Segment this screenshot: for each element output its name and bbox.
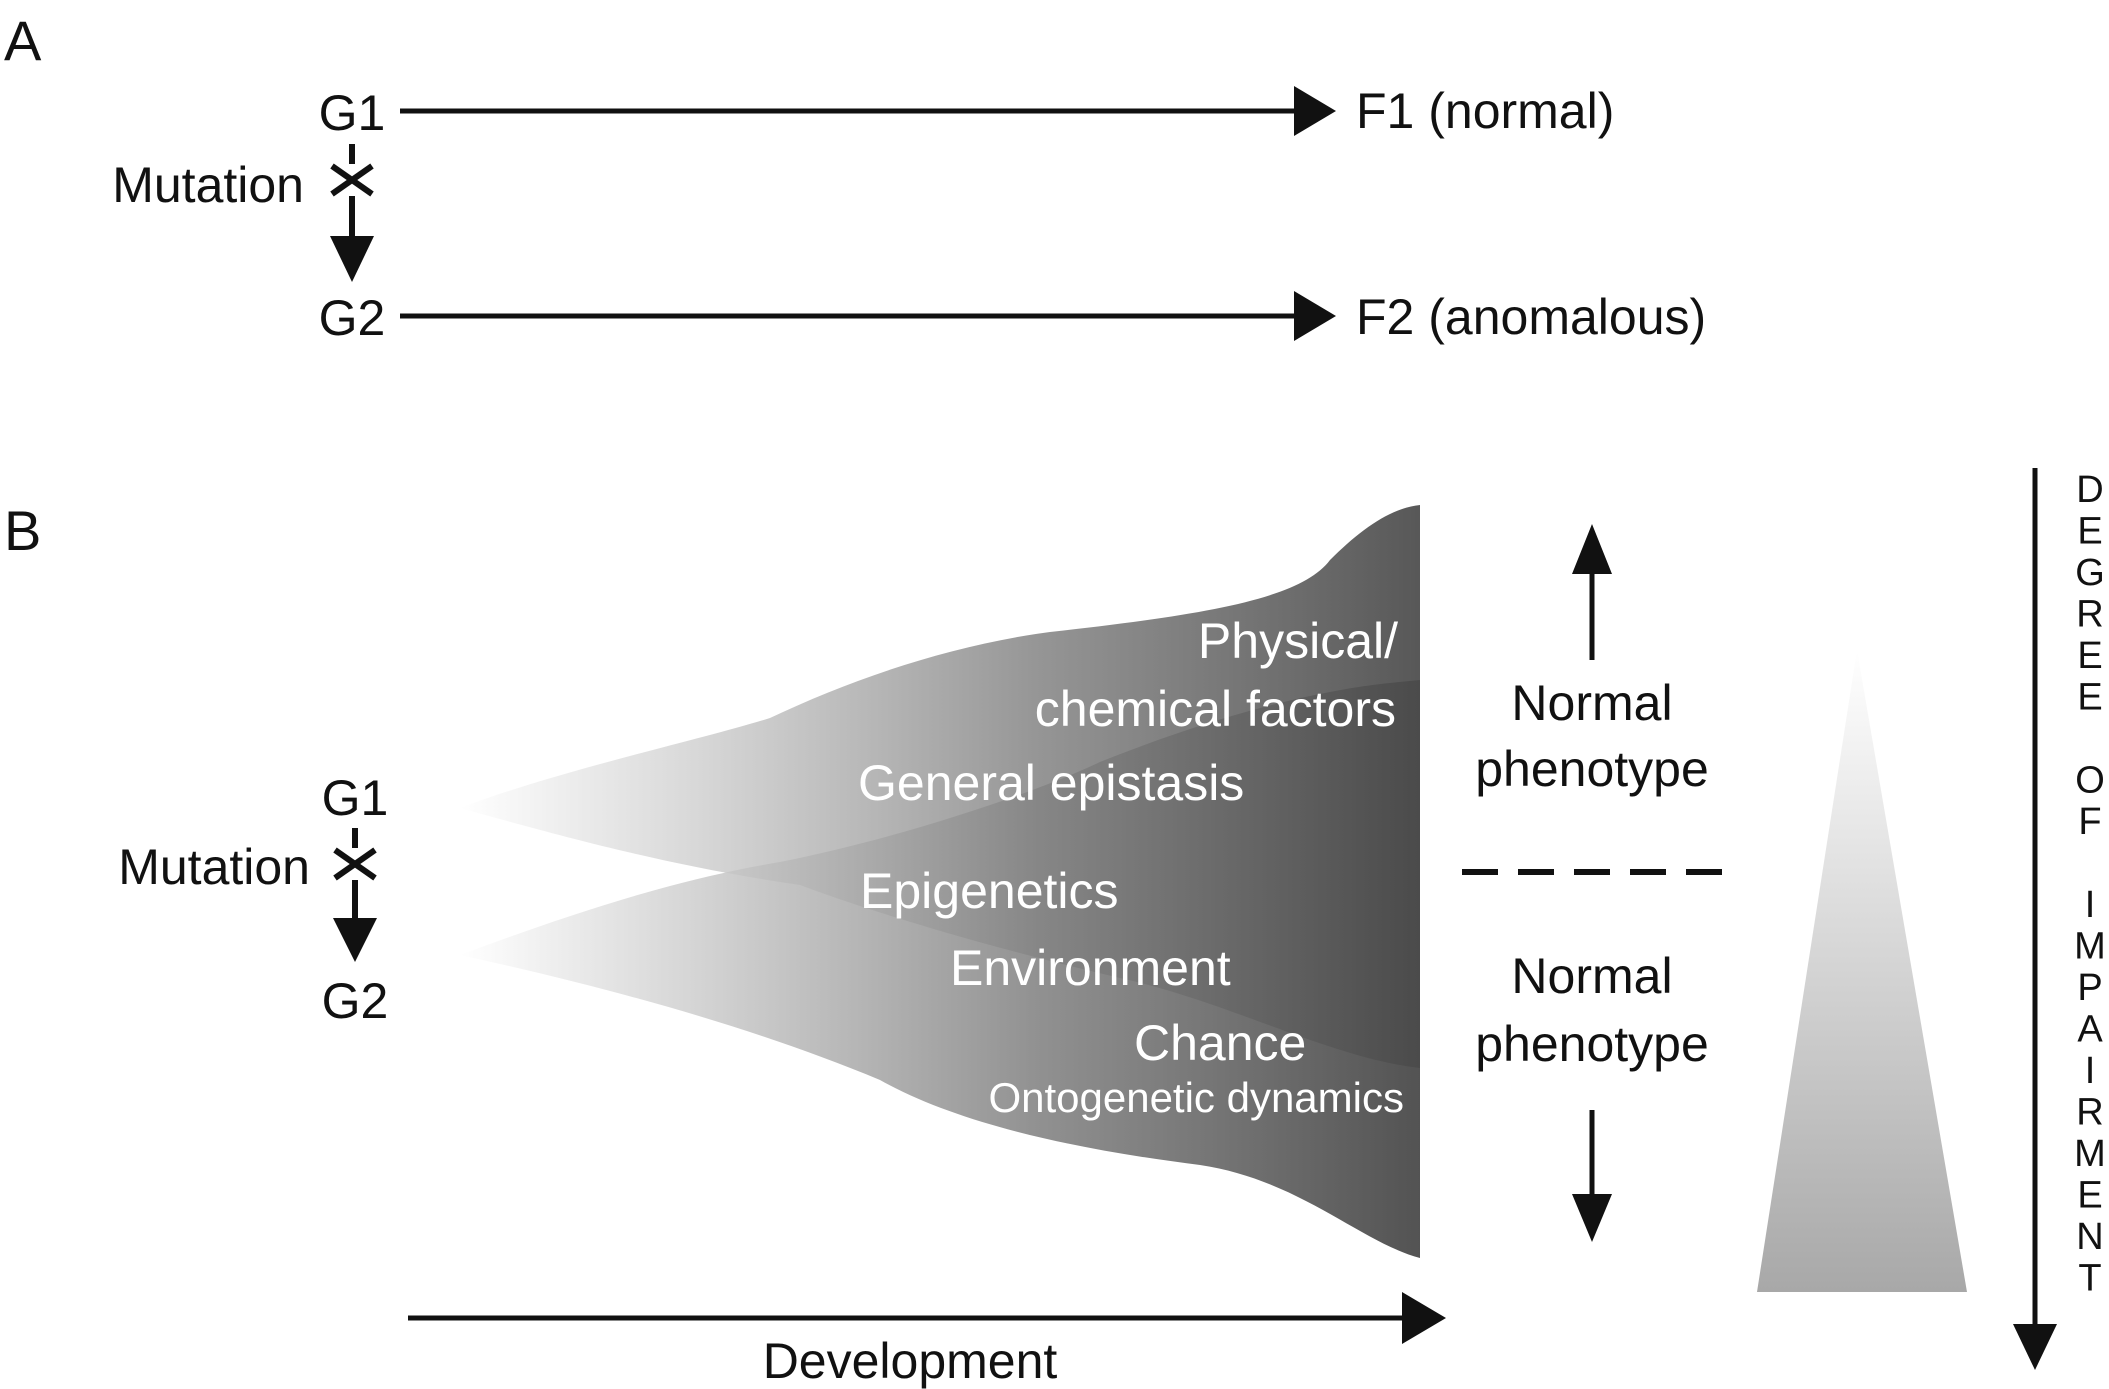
impairment-letter: O — [2075, 760, 2105, 802]
factor-ontogenetic-dynamics: Ontogenetic dynamics — [988, 1074, 1404, 1121]
panel-b-mutation-label: Mutation — [118, 839, 310, 895]
impairment-letter: E — [2077, 677, 2102, 719]
lower-trajectory-fan — [460, 680, 1420, 1258]
impairment-letter: I — [2085, 884, 2096, 926]
impairment-letter: M — [2074, 1133, 2106, 1175]
impairment-letter: D — [2076, 469, 2103, 511]
development-arrow — [408, 1292, 1446, 1344]
impairment-letter: T — [2078, 1258, 2101, 1300]
impairment-letter: N — [2076, 1216, 2103, 1258]
impairment-letter: E — [2077, 635, 2102, 677]
factor-chance: Chance — [1134, 1015, 1306, 1071]
impairment-letter: M — [2074, 926, 2106, 968]
panel-a-bottom-arrow — [400, 291, 1336, 341]
panel-a-cross-icon — [330, 163, 374, 197]
panel-a-f2-label: F2 (anomalous) — [1356, 289, 1706, 345]
factor-physical-line1: Physical/ — [1198, 613, 1398, 669]
panel-a-g1-label: G1 — [319, 85, 386, 141]
impairment-letter: F — [2078, 801, 2101, 843]
severity-triangle — [1757, 650, 1967, 1292]
panel-b: B Physical/ chemical factors General epi… — [4, 468, 2106, 1389]
panel-b-g2-label: G2 — [322, 973, 389, 1029]
phenotype-down-arrow — [1572, 1110, 1612, 1242]
impairment-letter: I — [2085, 1050, 2096, 1092]
development-label: Development — [763, 1333, 1058, 1389]
impairment-letter: R — [2076, 594, 2103, 636]
panel-b-cross-icon — [333, 847, 377, 881]
phenotype-up-arrow — [1572, 524, 1612, 660]
panel-a: A G1 G2 Mutation F1 (normal) F2 (anomalo… — [4, 9, 1706, 346]
panel-a-g2-label: G2 — [319, 290, 386, 346]
impairment-letter: G — [2075, 552, 2105, 594]
upper-phenotype-line2: phenotype — [1475, 741, 1709, 797]
panel-a-mutation-arrow — [330, 144, 374, 282]
factor-physical-line2: chemical factors — [1035, 681, 1396, 737]
factor-general-epistasis: General epistasis — [858, 755, 1244, 811]
panel-b-mutation-arrow — [333, 828, 377, 962]
panel-a-letter: A — [4, 9, 42, 72]
panel-a-f1-label: F1 (normal) — [1356, 83, 1614, 139]
impairment-letter: E — [2077, 1175, 2102, 1217]
impairment-letter: R — [2076, 1092, 2103, 1134]
upper-phenotype-line1: Normal — [1511, 675, 1672, 731]
impairment-arrow — [2013, 468, 2057, 1370]
factor-environment: Environment — [950, 940, 1231, 996]
panel-b-letter: B — [4, 499, 41, 562]
panel-a-top-arrow — [400, 86, 1336, 136]
impairment-letter: P — [2077, 967, 2102, 1009]
factor-epigenetics: Epigenetics — [860, 863, 1119, 919]
panel-a-mutation-label: Mutation — [112, 157, 304, 213]
lower-phenotype-line1: Normal — [1511, 948, 1672, 1004]
impairment-letter: A — [2077, 1009, 2103, 1051]
panel-b-g1-label: G1 — [322, 770, 389, 826]
impairment-letter: E — [2077, 511, 2102, 553]
lower-phenotype-line2: phenotype — [1475, 1016, 1709, 1072]
